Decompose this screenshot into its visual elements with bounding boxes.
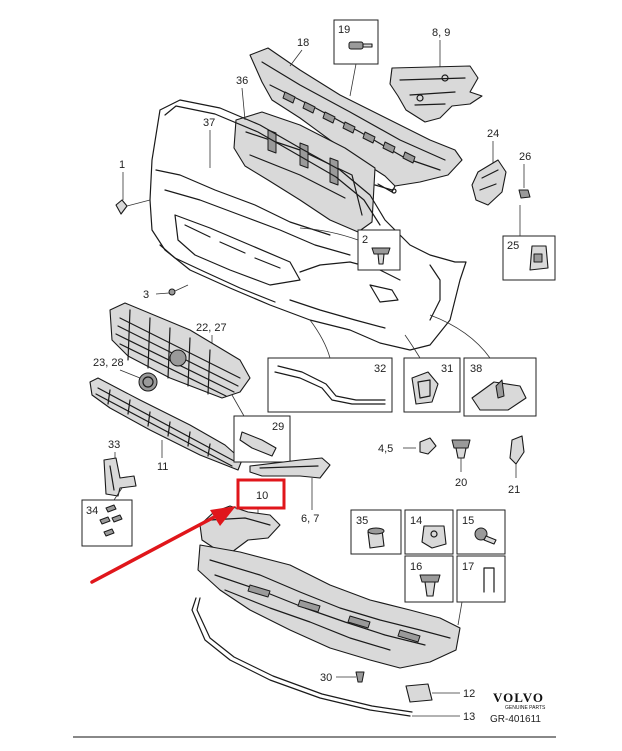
callout-35: 35 — [356, 515, 368, 527]
callout-10: 10 — [256, 490, 268, 502]
callout-1: 1 — [119, 159, 125, 171]
callout-38: 38 — [470, 363, 482, 375]
part-2-box: 2 — [299, 227, 401, 271]
callout-26: 26 — [519, 151, 531, 163]
fastener-grid: 35 14 15 16 17 — [350, 509, 506, 626]
part-lower-shield — [197, 544, 461, 669]
callout-20: 20 — [455, 477, 467, 489]
callout-14: 14 — [410, 515, 422, 527]
brand-logo: VOLVO — [493, 690, 544, 705]
part-21-clip: 21 — [508, 435, 525, 496]
part-34-box: 34 — [81, 487, 133, 547]
brand-block: VOLVO GENUINE PARTS GR-401611 — [490, 690, 546, 725]
callout-17: 17 — [462, 561, 474, 573]
part-31-box: 31 — [403, 334, 461, 413]
callout-13: 13 — [463, 711, 475, 723]
part-4-5-cap: 4,5 — [378, 437, 437, 455]
callout-31: 31 — [441, 363, 453, 375]
callout-23-28: 23, 28 — [93, 357, 124, 369]
part-6-7-trim: 6, 7 — [249, 457, 331, 525]
callout-18: 18 — [297, 37, 309, 49]
callout-16: 16 — [410, 561, 422, 573]
part-33-bracket: 33 — [103, 439, 137, 497]
highlight-callout-10: 10 — [236, 478, 286, 510]
callout-24: 24 — [487, 128, 499, 140]
callout-29: 29 — [272, 421, 284, 433]
part-11-lower-grille: 11 — [89, 377, 243, 473]
callout-33: 33 — [108, 439, 120, 451]
callout-30: 30 — [320, 672, 332, 684]
callout-6-7: 6, 7 — [301, 513, 319, 525]
part-13-lower-strip: 13 — [191, 597, 475, 723]
part-29-box: 29 — [231, 394, 291, 463]
callout-22-27: 22, 27 — [196, 322, 227, 334]
callout-4-5: 4,5 — [378, 443, 393, 455]
part-37-bumper-cover — [149, 99, 467, 351]
callout-12: 12 — [463, 688, 475, 700]
callout-15: 15 — [462, 515, 474, 527]
part-24-side-bracket: 24 26 — [471, 128, 531, 206]
part-19-box: 19 — [333, 19, 379, 97]
callout-2: 2 — [362, 234, 368, 246]
part-32-box: 32 — [267, 319, 393, 413]
part-8-9-bracket: 8, 9 — [389, 27, 483, 123]
part-18-upper-panel — [249, 47, 463, 193]
callout-11: 11 — [157, 461, 168, 473]
callout-21: 21 — [508, 484, 520, 496]
part-1-clip: 1 — [115, 159, 151, 215]
callout-3: 3 — [143, 289, 149, 301]
part-23-28-emblem: 23, 28 — [93, 357, 158, 392]
part-30-screw: 30 — [320, 671, 365, 684]
callout-25: 25 — [507, 240, 519, 252]
callout-19: 19 — [338, 24, 350, 36]
part-22-27-grille: 22, 27 — [109, 302, 251, 399]
callout-8-9: 8, 9 — [432, 27, 450, 39]
part-38-box: 38 — [429, 314, 537, 417]
part-12-cover: 12 — [405, 683, 475, 703]
brand-sub: GENUINE PARTS — [505, 705, 546, 711]
part-20-clip: 20 — [451, 439, 471, 489]
part-25-box: 25 — [502, 205, 556, 281]
red-pointer-arrow — [90, 506, 236, 584]
callout-37: 37 — [203, 117, 215, 129]
part-3-screw: 3 — [143, 284, 189, 301]
part-17-box — [456, 555, 506, 603]
callout-34: 34 — [86, 505, 98, 517]
callout-32: 32 — [374, 363, 386, 375]
callout-36: 36 — [236, 75, 248, 87]
drawing-reference: GR-401611 — [490, 714, 541, 725]
